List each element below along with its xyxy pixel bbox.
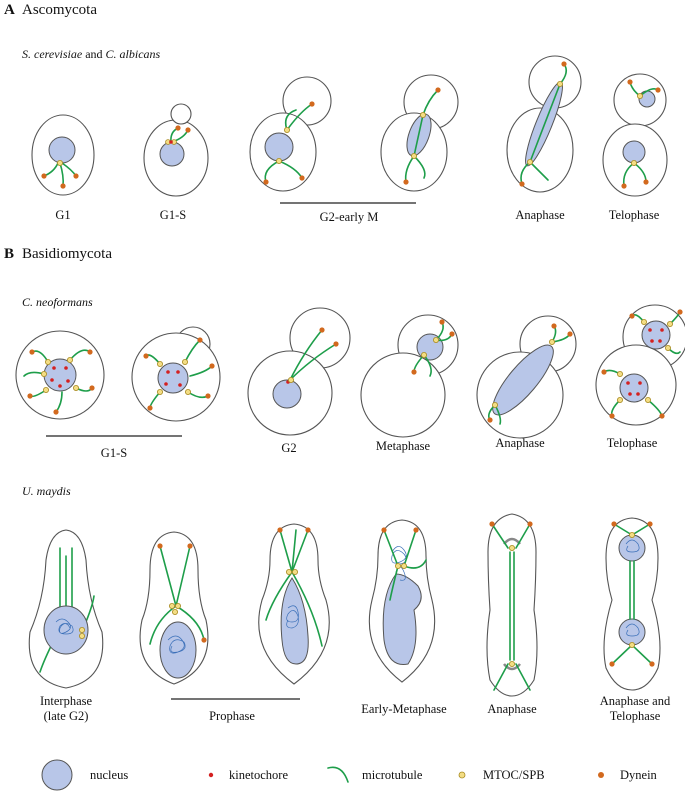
legend-dynein-label: Dynein	[620, 768, 658, 782]
section-b-title: Basidiomycota	[22, 246, 112, 262]
legend-mtoc-label: MTOC/SPB	[483, 768, 545, 782]
umaydis-early-metaphase-cell	[368, 519, 436, 683]
section-a-subtitle: S. cerevisiae and C. albicans	[22, 47, 161, 61]
legend-nucleus-label: nucleus	[90, 768, 128, 782]
umaydis-stage-anaphase: Anaphase	[487, 702, 537, 716]
asco-g1-cell	[31, 114, 95, 196]
cneo-g2-cell	[247, 307, 351, 436]
section-a-letter: A	[4, 2, 15, 18]
legend-mtoc-swatch	[458, 771, 466, 779]
legend-dynein-swatch	[598, 772, 604, 778]
section-b-letter: B	[4, 246, 14, 262]
cneo-stage-telophase: Telophase	[607, 436, 658, 450]
legend-kinetochore-label: kinetochore	[229, 768, 288, 782]
umaydis-stage-prophase: Prophase	[209, 709, 255, 723]
legend-microtubule-label: microtubule	[362, 768, 423, 782]
cneo-stage-g1s: G1-S	[101, 446, 127, 460]
umaydis-prophase-cell-1	[139, 531, 209, 685]
cneo-stage-g2: G2	[281, 441, 296, 455]
asco-stage-g1: G1	[55, 208, 70, 222]
umaydis-prophase-cell-2	[258, 523, 330, 685]
umaydis-interphase-cell	[28, 529, 104, 689]
legend: nucleus kinetochore microtubule MTOC/SPB…	[41, 759, 658, 791]
asco-g2-cell-1	[249, 76, 332, 192]
umaydis-anaphase-telophase-cell	[603, 517, 661, 691]
asco-stage-anaphase: Anaphase	[515, 208, 565, 222]
umaydis-stage-telophase: Telophase	[610, 709, 661, 723]
asco-g1s-cell	[143, 103, 209, 197]
umaydis-anaphase-cell	[486, 513, 538, 697]
umaydis-stage-late-g2: (late G2)	[44, 709, 89, 723]
c-neoformans-subtitle: C. neoformans	[22, 295, 93, 309]
cneo-metaphase-cell	[360, 314, 459, 438]
cneo-telophase-cell	[595, 304, 685, 426]
cneo-g1s-cell-2	[131, 326, 221, 422]
asco-stage-g2-early-m: G2-early M	[320, 210, 379, 224]
cneo-g1s-cell-1	[15, 330, 105, 420]
legend-microtubule-swatch	[327, 766, 349, 783]
cneo-stage-metaphase: Metaphase	[376, 439, 431, 453]
asco-anaphase-cell	[506, 55, 582, 193]
asco-g2-cell-2	[380, 74, 459, 192]
u-maydis-subtitle: U. maydis	[22, 484, 71, 498]
umaydis-stage-interphase: Interphase	[40, 694, 93, 708]
asco-stage-g1s: G1-S	[160, 208, 186, 222]
asco-stage-telophase: Telophase	[609, 208, 660, 222]
section-a-title: Ascomycota	[22, 2, 97, 18]
legend-nucleus-swatch	[41, 759, 73, 791]
legend-kinetochore-swatch	[208, 772, 214, 778]
cneo-stage-anaphase: Anaphase	[495, 436, 545, 450]
umaydis-stage-early-metaphase: Early-Metaphase	[361, 702, 447, 716]
asco-telophase-cell	[602, 73, 668, 197]
cneo-anaphase-cell	[476, 315, 577, 439]
umaydis-stage-anaphase-and: Anaphase and	[600, 694, 671, 708]
